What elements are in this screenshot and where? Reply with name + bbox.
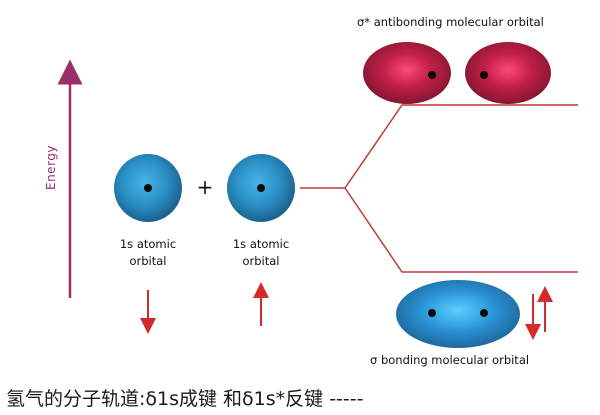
energy-axis-label: Energy [44, 144, 58, 190]
correlation-lines [300, 104, 578, 273]
caption: 氢气的分子轨道:δ1s成键 和δ1s*反键 ----- [6, 388, 364, 410]
antibonding-label: σ* antibonding molecular orbital [357, 15, 544, 29]
bonding-label: σ bonding molecular orbital [370, 353, 530, 367]
atomic-orbital-left [114, 154, 182, 222]
antibonding-orbital [363, 42, 551, 104]
plus-sign: + [197, 175, 214, 199]
atomic-orbital-right-label: 1s atomic orbital [232, 237, 290, 268]
atomic-orbital-right [227, 154, 295, 222]
atomic-orbital-left-label: 1s atomic orbital [119, 237, 177, 268]
bonding-orbital [396, 280, 520, 348]
